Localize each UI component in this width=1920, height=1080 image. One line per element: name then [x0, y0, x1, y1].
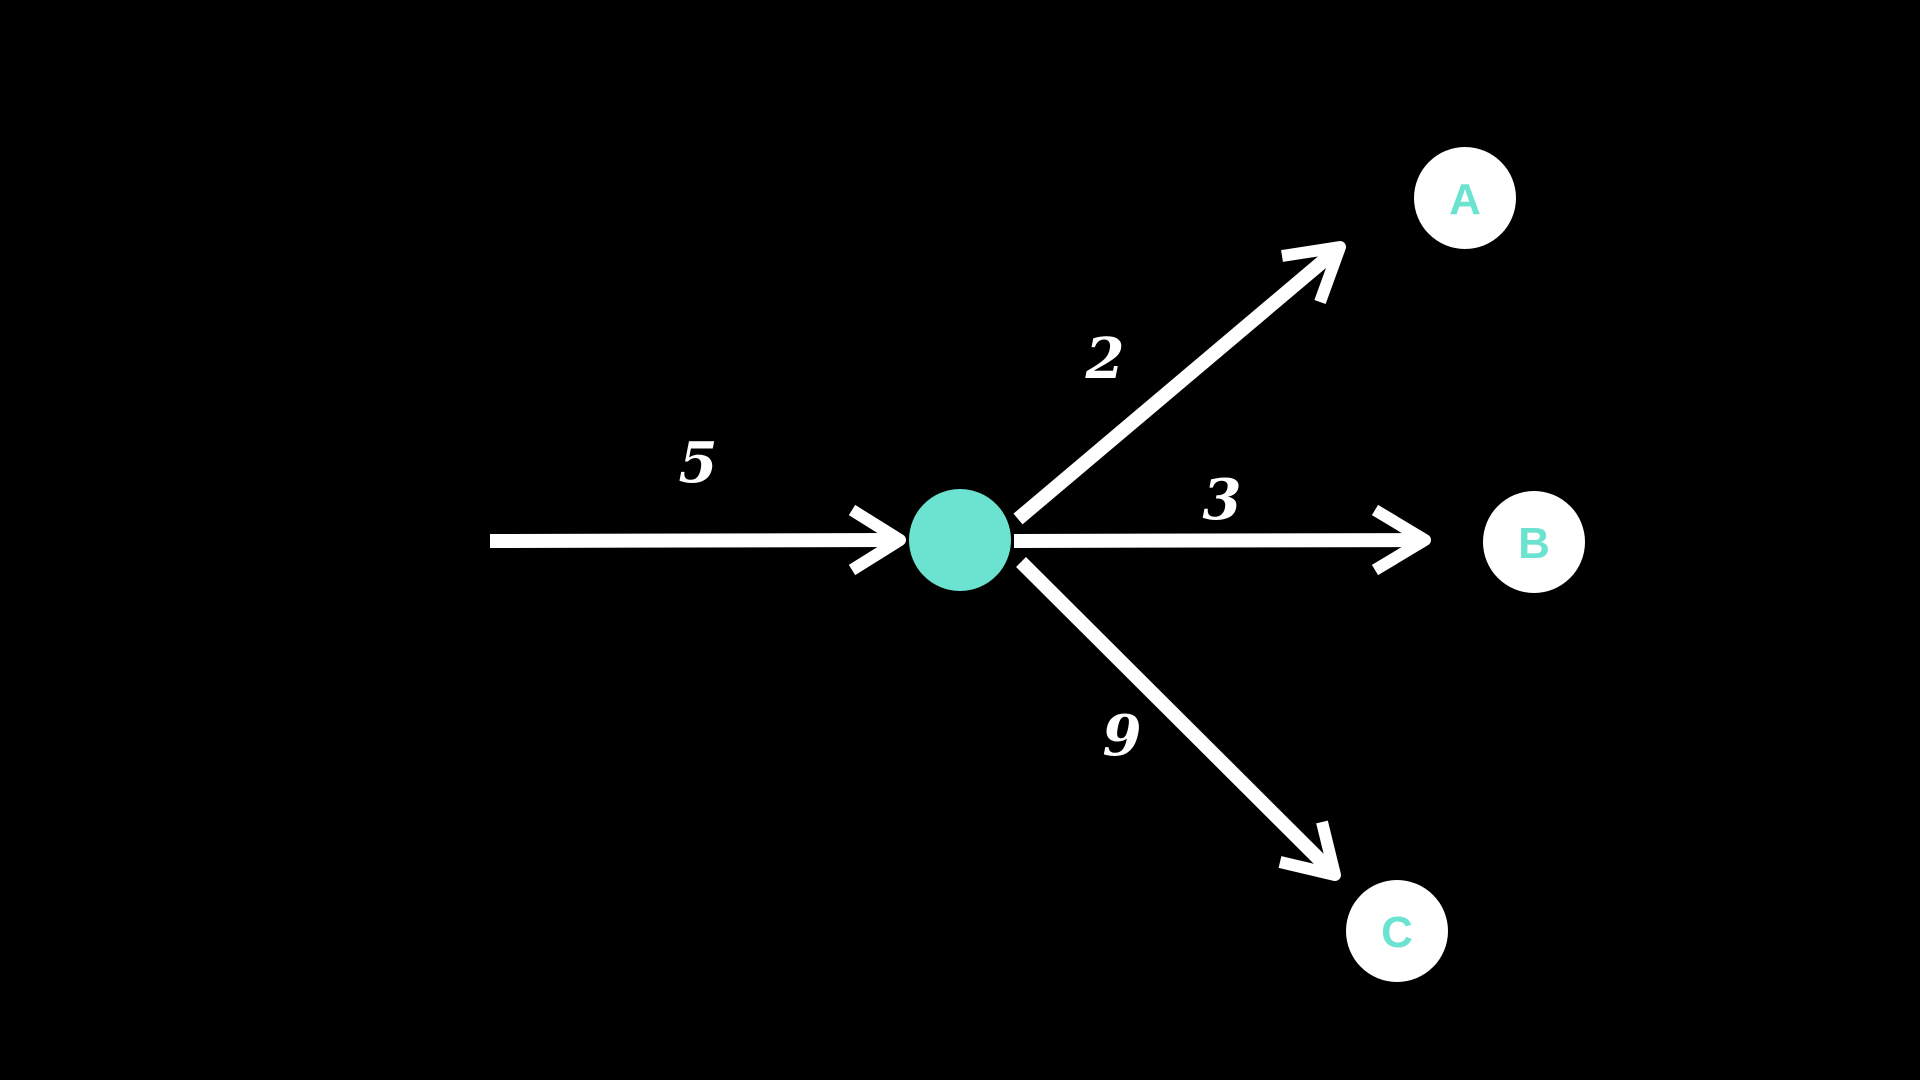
node-a: A — [1414, 147, 1516, 249]
node-b-label: B — [1518, 519, 1550, 568]
node-a-label: A — [1449, 175, 1481, 224]
edge-to-c-label: 9 — [1103, 703, 1142, 769]
edge-to-a — [1013, 241, 1346, 525]
node-b: B — [1483, 491, 1585, 593]
node-c-label: C — [1381, 908, 1413, 957]
node-c: C — [1346, 880, 1448, 982]
edge-to-b — [1013, 504, 1431, 576]
edge-to-b-label: 3 — [1203, 467, 1242, 533]
input-edge — [489, 504, 906, 576]
junction-node — [909, 489, 1011, 591]
edge-to-c — [1016, 557, 1341, 881]
edge-to-a-label: 2 — [1085, 326, 1125, 392]
input-edge-label: 5 — [679, 430, 718, 496]
